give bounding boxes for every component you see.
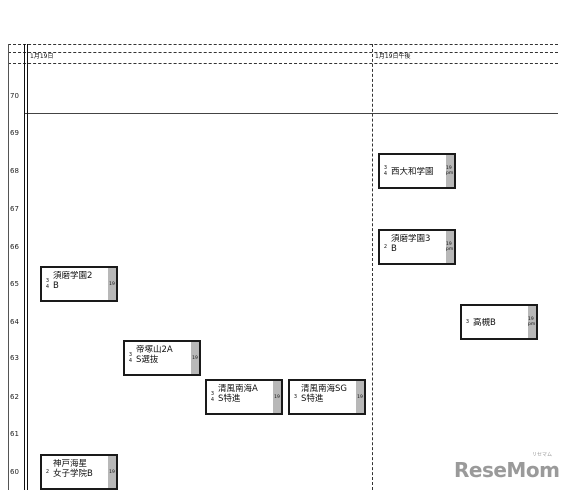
subject-count-value: 4 [128, 358, 133, 364]
school-name-line: S特進 [218, 394, 241, 404]
school-name-line: 西大和学園 [391, 167, 434, 177]
level-label-62: 62 [10, 393, 19, 401]
header-bottom-rule [8, 63, 558, 64]
column-header-am: 1月19日 [30, 53, 54, 60]
entry-subject-count: 3 [464, 306, 471, 338]
exam-date-tab: 19 [356, 381, 364, 413]
subject-count-value: 3 [293, 394, 298, 400]
school-name-line: 高槻B [473, 318, 496, 328]
school-name: 神戸海星女子学院B [53, 459, 104, 479]
level-label-60: 60 [10, 468, 19, 476]
exam-date-value: 19 [109, 281, 115, 287]
exam-date-value: 19 [192, 355, 198, 361]
level-label-63: 63 [10, 354, 19, 362]
subject-count-value: 3 [383, 165, 388, 171]
level-axis-line-2 [27, 44, 28, 490]
exam-date-tab: 19 [191, 342, 199, 374]
column-header-pm: 1月19日午後 [375, 53, 411, 60]
subject-count-value: 4 [210, 397, 215, 403]
entry-subject-count: 2 [44, 456, 51, 488]
level-label-65: 65 [10, 280, 19, 288]
subject-count-value: 3 [465, 319, 470, 325]
subject-count-value: 3 [210, 391, 215, 397]
school-name-line: 清風南海SG [301, 384, 347, 394]
left-frame-line [8, 44, 9, 490]
subject-count-value: 3 [45, 278, 50, 284]
level-label-61: 61 [10, 430, 19, 438]
exam-date-tab: 19 pm [528, 306, 536, 338]
exam-date-tab: 19 pm [446, 231, 454, 263]
level-label-64: 64 [10, 318, 19, 326]
level-label-69: 69 [10, 129, 19, 137]
school-name-line: S選抜 [136, 355, 159, 365]
subject-count-value: 2 [383, 244, 388, 250]
row-separator [24, 113, 558, 114]
exam-date-value: 19 [274, 394, 280, 400]
school-name: 西大和学園 [391, 167, 442, 177]
school-name-line: 女子学院B [53, 469, 93, 479]
school-name-line: B [53, 281, 59, 291]
level-label-67: 67 [10, 205, 19, 213]
school-name-line: 帝塚山2A [136, 345, 173, 355]
exam-date-value: 19 pm [446, 166, 454, 176]
school-name-line: 清風南海A [218, 384, 258, 394]
level-label-66: 66 [10, 243, 19, 251]
exam-date-value: 19 [357, 394, 363, 400]
exam-date-tab: 19 [108, 268, 116, 300]
exam-date-value: 19 pm [446, 242, 454, 252]
level-label-68: 68 [10, 167, 19, 175]
exam-date-value: 19 [109, 469, 115, 475]
exam-date-tab: 19 pm [446, 155, 454, 187]
subject-count-value: 3 [128, 352, 133, 358]
school-name-line: 須磨学園2 [53, 271, 93, 281]
exam-date-value: 19 pm [528, 317, 536, 327]
school-name-line: S特進 [301, 394, 324, 404]
entry-subject-count: 2 [382, 231, 389, 263]
resemom-logo-kana: リセマム [532, 452, 553, 458]
level-axis-line-1 [24, 44, 25, 490]
school-name-line: 神戸海星 [53, 459, 88, 469]
subject-count-value: 4 [383, 171, 388, 177]
subject-count-value: 4 [45, 284, 50, 290]
top-rule [8, 44, 558, 45]
subject-count-value: 2 [45, 469, 50, 475]
exam-date-tab: 19 [273, 381, 281, 413]
school-name: 高槻B [473, 318, 524, 328]
school-name-line: B [391, 244, 397, 254]
column-divider [372, 44, 373, 490]
header-rule [8, 52, 558, 53]
entry-subject-count: 3 [292, 381, 299, 413]
school-name-line: 須磨学園3 [391, 234, 431, 244]
resemom-logo: ReseMom [454, 458, 560, 482]
exam-date-tab: 19 [108, 456, 116, 488]
level-label-70: 70 [10, 92, 19, 100]
